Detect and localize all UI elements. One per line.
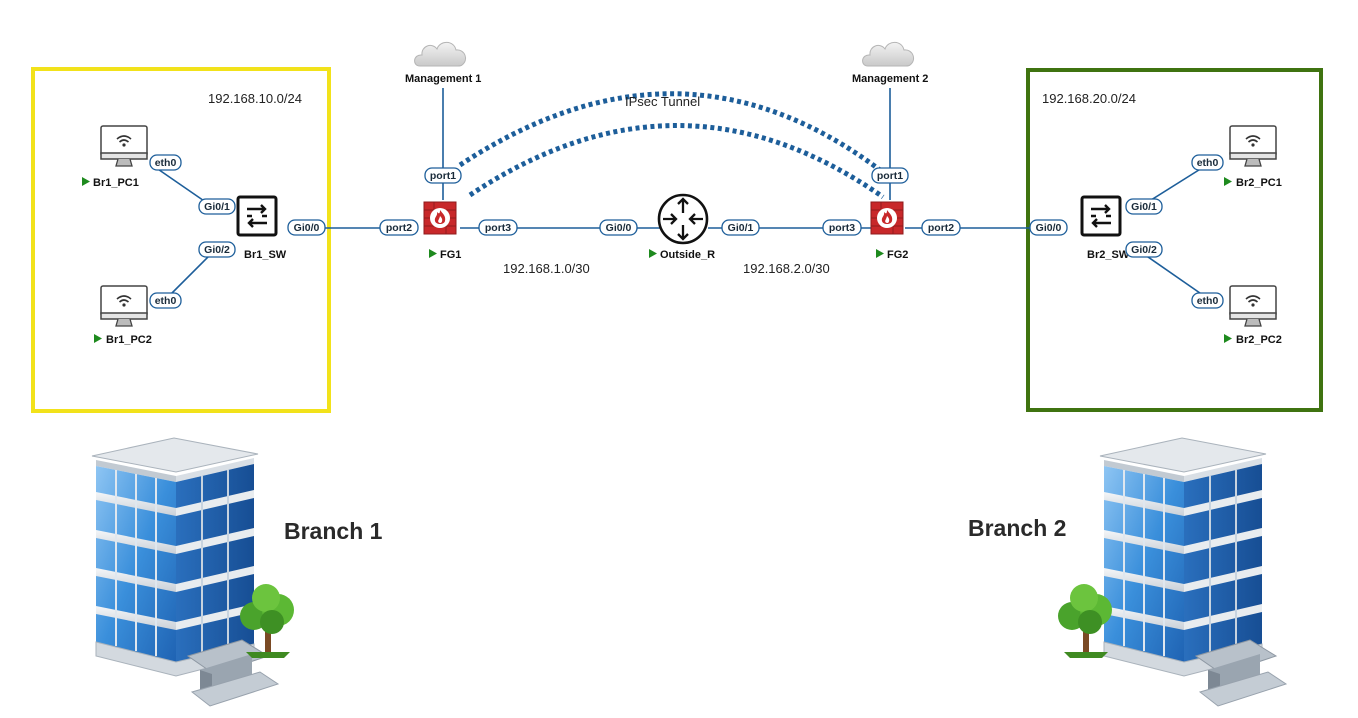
firewall-icon [423, 201, 457, 235]
svg-text:Gi0/1: Gi0/1 [1131, 201, 1157, 213]
port-label[interactable]: eth0 [1191, 154, 1224, 171]
br2-pc2-node[interactable]: Br2_PC2 [1224, 285, 1282, 346]
ipsec-tunnel-upper-line [458, 91, 882, 173]
port-label[interactable]: port2 [921, 219, 961, 236]
link-br1-pc2-sw [164, 251, 214, 301]
svg-text:port1: port1 [430, 170, 456, 182]
svg-text:port3: port3 [485, 222, 511, 234]
svg-text:eth0: eth0 [1197, 295, 1219, 307]
svg-text:eth0: eth0 [155, 295, 177, 307]
svg-text:eth0: eth0 [155, 157, 177, 169]
svg-text:port1: port1 [877, 170, 903, 182]
branch1-label: Branch 1 [284, 518, 383, 544]
branch2-label: Branch 2 [968, 515, 1066, 541]
br2-pc1-label: Br2_PC1 [1236, 177, 1282, 189]
link-br1-pc1-sw [151, 164, 211, 206]
status-arrow-icon [649, 249, 657, 258]
svg-text:port2: port2 [386, 222, 412, 234]
monitor-icon [100, 285, 148, 327]
management1-label: Management 1 [405, 73, 481, 85]
br1-pc2-node[interactable]: Br1_PC2 [94, 285, 152, 346]
ipsec-tunnel-lower-line [468, 123, 885, 200]
port-label[interactable]: Gi0/1 [721, 219, 760, 236]
router-icon [657, 193, 709, 245]
br1-pc2-label: Br1_PC2 [106, 334, 152, 346]
br2-pc1-node[interactable]: Br2_PC1 [1224, 125, 1282, 189]
status-arrow-icon [82, 177, 90, 186]
port-label[interactable]: port2 [379, 219, 419, 236]
outside-r-label: Outside_R [660, 249, 715, 261]
status-arrow-icon [429, 249, 437, 258]
management2-label: Management 2 [852, 73, 928, 85]
svg-text:Gi0/0: Gi0/0 [606, 222, 632, 234]
switch-icon [236, 195, 278, 237]
branch2-area-border [1026, 68, 1323, 412]
office-building-icon [91, 437, 294, 707]
port-label[interactable]: Gi0/0 [1029, 219, 1068, 236]
status-arrow-icon [94, 334, 102, 343]
fg1-label: FG1 [440, 249, 461, 261]
port-label[interactable]: Gi0/2 [198, 241, 236, 258]
port-label[interactable]: eth0 [1191, 292, 1224, 309]
port-label[interactable]: eth0 [149, 292, 182, 309]
fg2-node[interactable]: FG2 [870, 201, 908, 261]
office-building-icon [1058, 437, 1287, 707]
svg-text:port3: port3 [829, 222, 855, 234]
svg-text:port2: port2 [928, 222, 954, 234]
firewall-icon [870, 201, 904, 235]
monitor-icon [100, 125, 148, 167]
link-br2-sw-pc2 [1137, 249, 1211, 301]
cloud-icon[interactable] [414, 41, 467, 67]
status-arrow-icon [1224, 177, 1232, 186]
svg-text:Gi0/1: Gi0/1 [204, 201, 230, 213]
br1-pc1-label: Br1_PC1 [93, 177, 139, 189]
port-label[interactable]: Gi0/2 [1125, 241, 1163, 258]
fg1-node[interactable]: FG1 [423, 201, 461, 261]
port-label[interactable]: Gi0/1 [1125, 198, 1163, 215]
svg-text:eth0: eth0 [1197, 157, 1219, 169]
branch1-area-border [31, 67, 331, 413]
port-label[interactable]: port3 [478, 219, 518, 236]
port-label[interactable]: Gi0/0 [287, 219, 326, 236]
port-label[interactable]: port3 [822, 219, 862, 236]
br2-pc2-label: Br2_PC2 [1236, 334, 1282, 346]
outside-fg2-subnet-label: 192.168.2.0/30 [743, 261, 830, 276]
status-arrow-icon [1224, 334, 1232, 343]
br1-sw-node[interactable]: Br1_SW [236, 195, 287, 261]
br1-pc1-node[interactable]: Br1_PC1 [82, 125, 148, 189]
branch1-subnet-label: 192.168.10.0/24 [208, 91, 302, 106]
br1-sw-label: Br1_SW [244, 249, 287, 261]
svg-text:Gi0/2: Gi0/2 [1131, 244, 1157, 256]
svg-text:Gi0/2: Gi0/2 [204, 244, 230, 256]
fg1-outside-subnet-label: 192.168.1.0/30 [503, 261, 590, 276]
cloud-icon[interactable] [862, 41, 915, 67]
svg-text:Gi0/1: Gi0/1 [728, 222, 754, 234]
switch-icon [1080, 195, 1122, 237]
fg2-label: FG2 [887, 249, 908, 261]
ipsec-tunnel-label: IPsec Tunnel [625, 94, 700, 109]
port-label[interactable]: eth0 [149, 154, 182, 171]
outside-r-node[interactable]: Outside_R [649, 193, 715, 261]
port-labels: eth0 eth0 Gi0/1 Gi0/2 Gi0/0 port1 port2 … [149, 154, 1224, 309]
port-label[interactable]: port1 [871, 167, 909, 184]
port-label[interactable]: port1 [424, 167, 462, 184]
port-label[interactable]: Gi0/1 [198, 198, 236, 215]
svg-text:Gi0/0: Gi0/0 [1036, 222, 1062, 234]
br2-sw-label: Br2_SW [1087, 249, 1130, 261]
branch2-subnet-label: 192.168.20.0/24 [1042, 91, 1136, 106]
status-arrow-icon [876, 249, 884, 258]
br2-sw-node[interactable]: Br2_SW [1080, 195, 1130, 261]
monitor-icon [1229, 285, 1277, 327]
port-label[interactable]: Gi0/0 [599, 219, 638, 236]
monitor-icon [1229, 125, 1277, 167]
svg-text:Gi0/0: Gi0/0 [294, 222, 320, 234]
